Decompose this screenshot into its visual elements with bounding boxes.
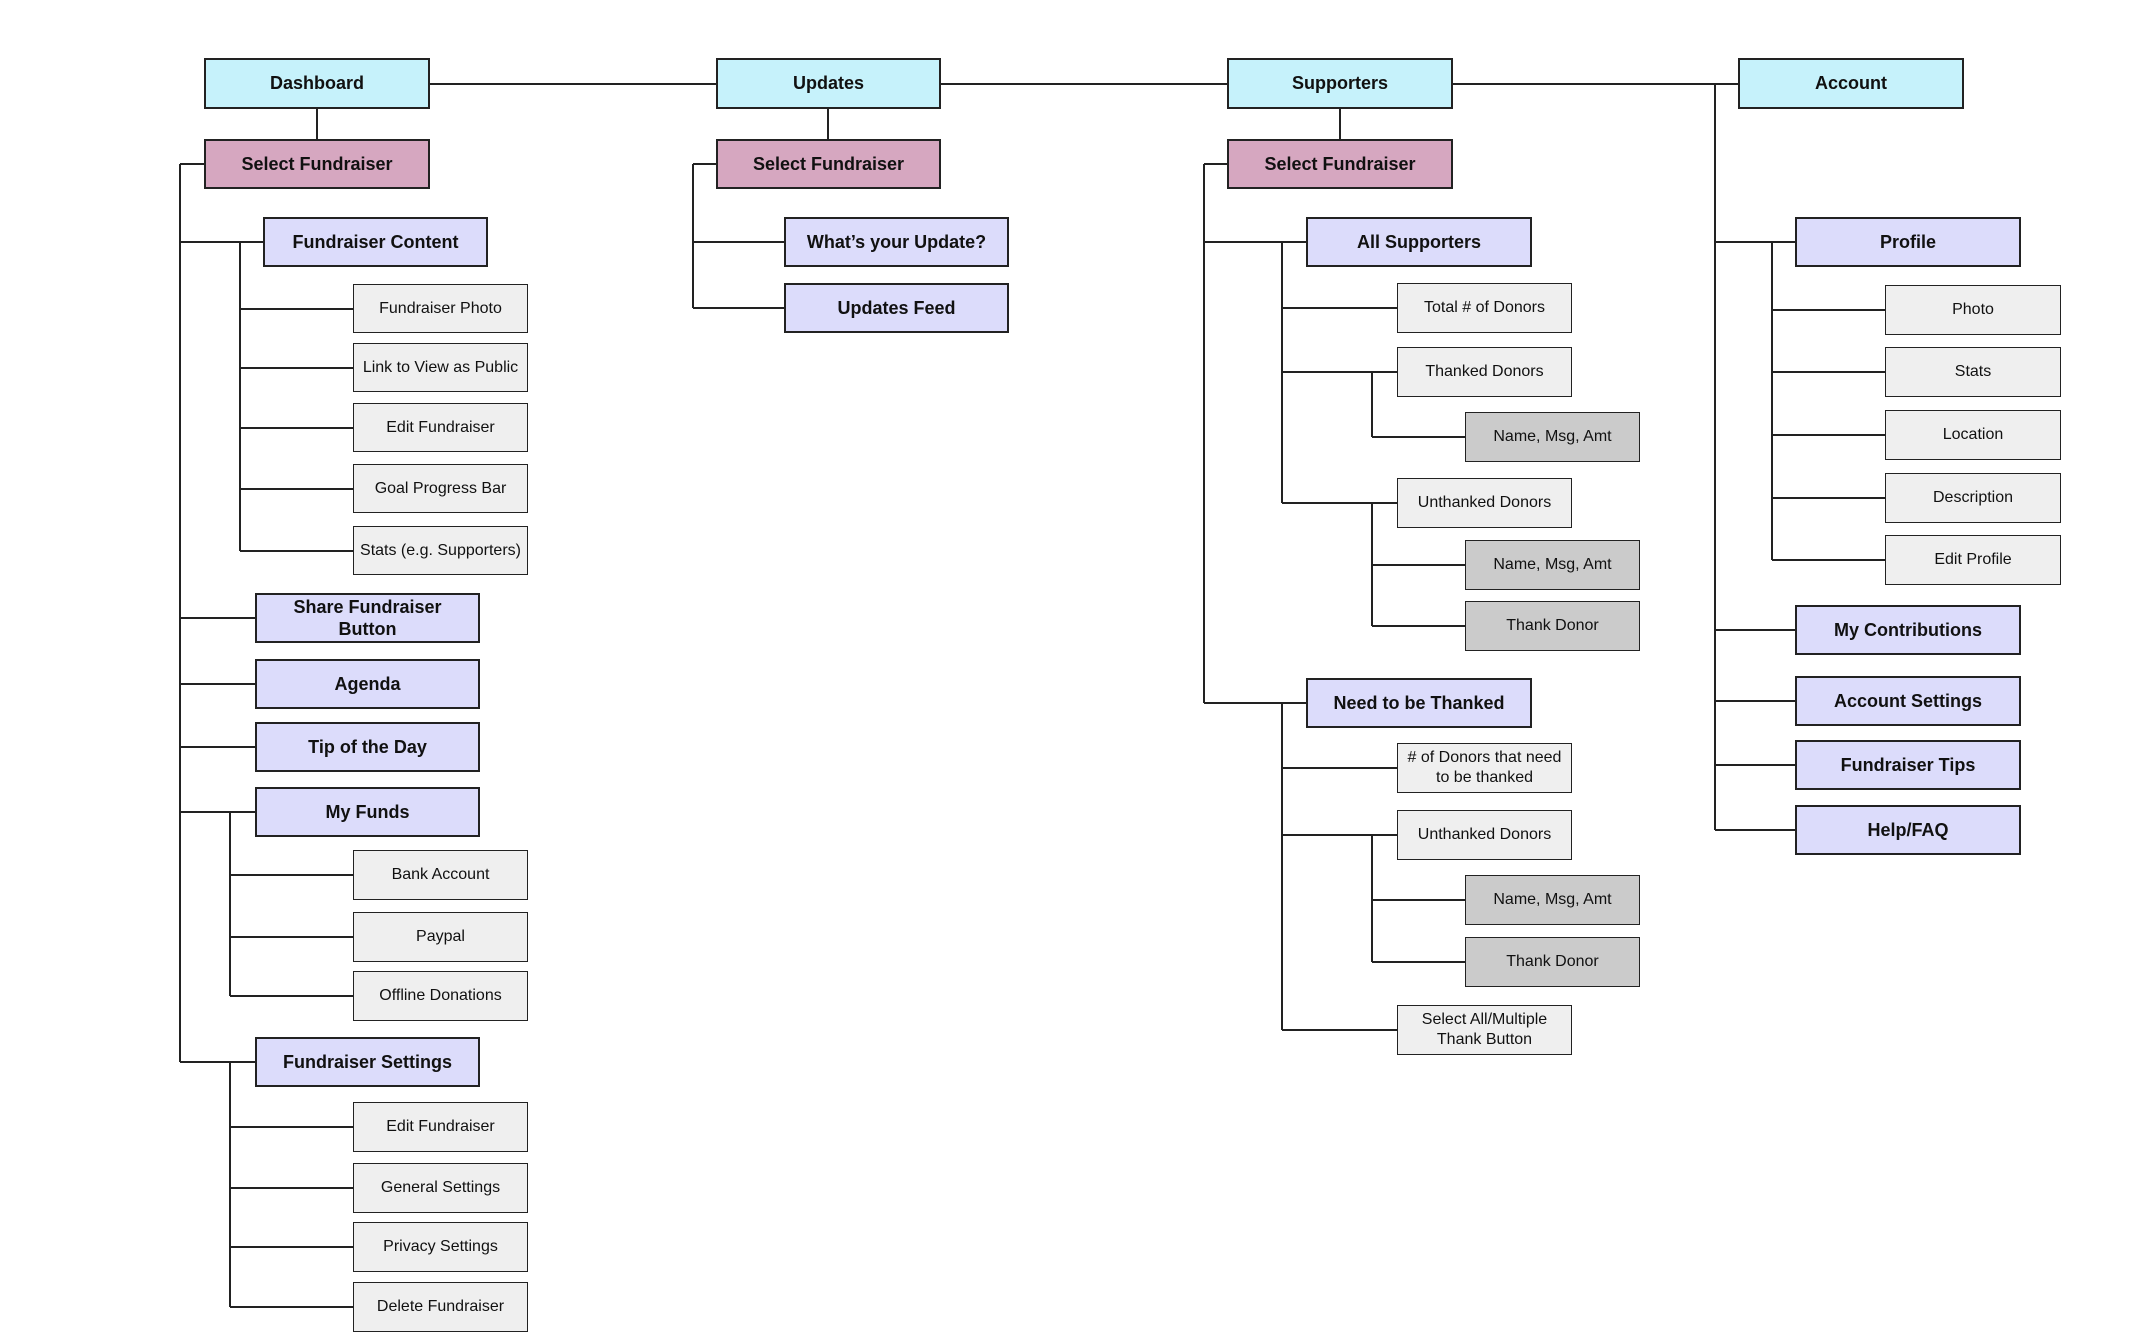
node-updates: Updates bbox=[716, 58, 941, 109]
node-need-to-be-thanked: Need to be Thanked bbox=[1306, 678, 1532, 728]
node-thank-donor-all: Thank Donor bbox=[1465, 601, 1640, 651]
node-donors-need-thanked: # of Donors that need to be thanked bbox=[1397, 743, 1572, 793]
node-edit-profile: Edit Profile bbox=[1885, 535, 2061, 585]
node-dashboard-select-fundraiser: Select Fundraiser bbox=[204, 139, 430, 189]
node-fundraiser-settings: Fundraiser Settings bbox=[255, 1037, 480, 1087]
node-supporters-select-fundraiser: Select Fundraiser bbox=[1227, 139, 1453, 189]
node-my-funds: My Funds bbox=[255, 787, 480, 837]
node-fundraiser-content: Fundraiser Content bbox=[263, 217, 488, 267]
node-help-faq: Help/FAQ bbox=[1795, 805, 2021, 855]
node-need-name-msg-amt: Name, Msg, Amt bbox=[1465, 875, 1640, 925]
node-whats-your-update: What’s your Update? bbox=[784, 217, 1009, 267]
node-supporters: Supporters bbox=[1227, 58, 1453, 109]
node-privacy-settings: Privacy Settings bbox=[353, 1222, 528, 1272]
node-account-settings: Account Settings bbox=[1795, 676, 2021, 726]
node-profile-stats: Stats bbox=[1885, 347, 2061, 397]
node-unthanked-donors-need: Unthanked Donors bbox=[1397, 810, 1572, 860]
node-profile-photo: Photo bbox=[1885, 285, 2061, 335]
node-profile: Profile bbox=[1795, 217, 2021, 267]
node-edit-fundraiser-settings: Edit Fundraiser bbox=[353, 1102, 528, 1152]
node-my-contributions: My Contributions bbox=[1795, 605, 2021, 655]
node-delete-fundraiser: Delete Fundraiser bbox=[353, 1282, 528, 1332]
node-thanked-name-msg-amt: Name, Msg, Amt bbox=[1465, 412, 1640, 462]
node-updates-feed: Updates Feed bbox=[784, 283, 1009, 333]
node-tip-of-the-day: Tip of the Day bbox=[255, 722, 480, 772]
node-account: Account bbox=[1738, 58, 1964, 109]
node-agenda: Agenda bbox=[255, 659, 480, 709]
node-profile-description: Description bbox=[1885, 473, 2061, 523]
node-select-all-thank-button: Select All/Multiple Thank Button bbox=[1397, 1005, 1572, 1055]
node-unthanked-name-msg-amt: Name, Msg, Amt bbox=[1465, 540, 1640, 590]
node-fundraiser-tips: Fundraiser Tips bbox=[1795, 740, 2021, 790]
node-fundraiser-photo: Fundraiser Photo bbox=[353, 284, 528, 333]
node-share-fundraiser-button: Share Fundraiser Button bbox=[255, 593, 480, 643]
node-unthanked-donors-all: Unthanked Donors bbox=[1397, 478, 1572, 528]
node-thanked-donors: Thanked Donors bbox=[1397, 347, 1572, 397]
node-link-to-view-as-public: Link to View as Public bbox=[353, 343, 528, 392]
node-bank-account: Bank Account bbox=[353, 850, 528, 900]
node-dashboard: Dashboard bbox=[204, 58, 430, 109]
node-thank-donor-need: Thank Donor bbox=[1465, 937, 1640, 987]
node-general-settings: General Settings bbox=[353, 1163, 528, 1213]
node-goal-progress-bar: Goal Progress Bar bbox=[353, 464, 528, 513]
node-total-donors: Total # of Donors bbox=[1397, 283, 1572, 333]
node-updates-select-fundraiser: Select Fundraiser bbox=[716, 139, 941, 189]
node-edit-fundraiser-content: Edit Fundraiser bbox=[353, 403, 528, 452]
node-paypal: Paypal bbox=[353, 912, 528, 962]
node-stats-supporters: Stats (e.g. Supporters) bbox=[353, 526, 528, 575]
node-all-supporters: All Supporters bbox=[1306, 217, 1532, 267]
node-profile-location: Location bbox=[1885, 410, 2061, 460]
node-offline-donations: Offline Donations bbox=[353, 971, 528, 1021]
